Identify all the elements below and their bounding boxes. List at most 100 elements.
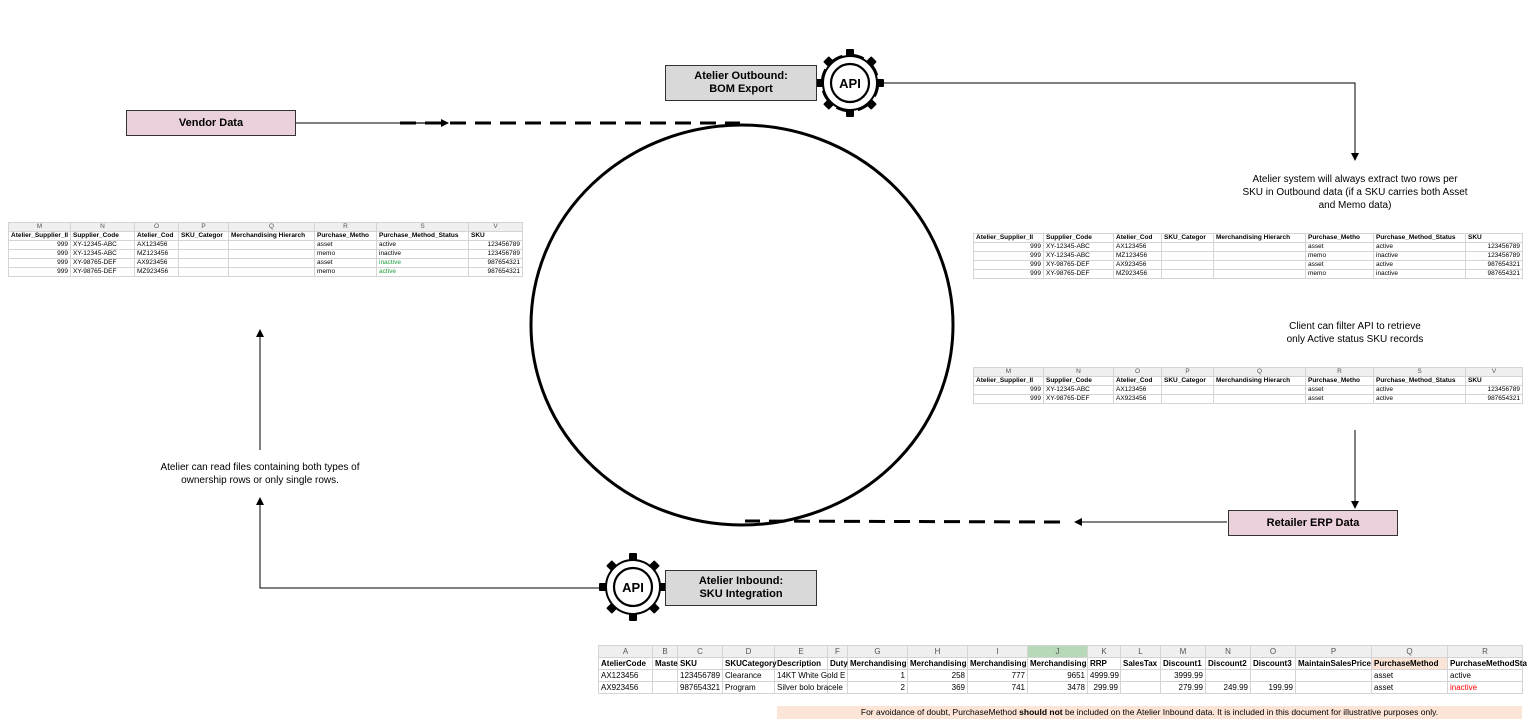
- table-cell: memo: [1305, 269, 1374, 279]
- column-letter: C: [677, 645, 723, 658]
- column-header: Duty: [827, 657, 848, 670]
- table-cell: inactive: [1373, 251, 1466, 261]
- table-cell: memo: [314, 267, 377, 277]
- read-note: Atelier can read files containing both t…: [160, 462, 360, 486]
- column-header: Purchase_Metho: [1305, 376, 1374, 386]
- retailer-erp-label: Retailer ERP Data: [1266, 516, 1360, 529]
- disclaimer-emphasis: should not: [1019, 707, 1063, 717]
- column-letter: R: [1305, 367, 1374, 377]
- table-cell: [178, 240, 229, 250]
- column-header: Merchandising: [1027, 657, 1088, 670]
- column-letter: Q: [228, 222, 315, 232]
- inbound-title-line2: SKU Integration: [699, 588, 783, 600]
- column-letter: L: [1120, 645, 1161, 658]
- table-cell: [1120, 681, 1161, 694]
- column-header: Purchase_Method_Status: [376, 231, 469, 241]
- table-cell: active: [1373, 394, 1466, 404]
- table-cell: [228, 258, 315, 268]
- table-cell: 987654321: [1465, 269, 1523, 279]
- table-cell: [178, 249, 229, 259]
- table-cell: asset: [314, 240, 377, 250]
- table-cell: [178, 258, 229, 268]
- table-cell: 9651: [1027, 669, 1088, 682]
- table-cell: asset: [1371, 669, 1448, 682]
- column-header: Atelier_Cod: [1113, 376, 1162, 386]
- column-header: Merchandising Hierarch: [228, 231, 315, 241]
- column-letter: O: [1113, 367, 1162, 377]
- table-cell: asset: [1305, 242, 1374, 252]
- column-header: Atelier_Supplier_II: [973, 233, 1044, 243]
- column-header: Atelier_Cod: [134, 231, 179, 241]
- table-cell: [652, 669, 678, 682]
- table-cell: 299.99: [1087, 681, 1121, 694]
- table-cell: active: [1373, 260, 1466, 270]
- disclaimer-note: For avoidance of doubt, PurchaseMethod s…: [777, 706, 1522, 719]
- table-cell: asset: [1305, 385, 1374, 395]
- table-cell: inactive: [1373, 269, 1466, 279]
- table-cell: [1213, 394, 1306, 404]
- column-header: PurchaseMethodSta: [1447, 657, 1527, 670]
- extract-note: Atelier system will always extract two r…: [1242, 174, 1468, 211]
- table-cell: AX123456: [598, 669, 653, 682]
- table-cell: 999: [973, 251, 1044, 261]
- table-cell: 258: [907, 669, 968, 682]
- column-header: SKU: [677, 657, 723, 670]
- table-cell: 999: [8, 249, 71, 259]
- table-cell: AX123456: [134, 240, 179, 250]
- column-letter: B: [652, 645, 678, 658]
- table-cell: 3478: [1027, 681, 1088, 694]
- table-cell: AX123456: [1113, 385, 1162, 395]
- api-label: API: [622, 580, 644, 595]
- column-header: SKU: [1465, 376, 1523, 386]
- column-header: Discount3: [1250, 657, 1296, 670]
- table-cell: memo: [314, 249, 377, 259]
- retailer-erp-box: Retailer ERP Data: [1228, 510, 1398, 536]
- column-header: Purchase_Metho: [1305, 233, 1374, 243]
- table-cell: MZ123456: [1113, 251, 1162, 261]
- table-cell: XY-98765-DEF: [1043, 394, 1114, 404]
- table-cell: inactive: [376, 249, 469, 259]
- table-cell: XY-98765-DEF: [70, 258, 135, 268]
- column-letter: A: [598, 645, 653, 658]
- table-cell: XY-12345-ABC: [1043, 242, 1114, 252]
- column-header: RRP: [1087, 657, 1121, 670]
- table-cell: MZ123456: [134, 249, 179, 259]
- column-letter: P: [1161, 367, 1214, 377]
- table-cell: Program: [722, 681, 775, 694]
- table-cell: 987654321: [468, 267, 523, 277]
- table-cell: 4999.99: [1087, 669, 1121, 682]
- column-header: Merchandising: [907, 657, 968, 670]
- column-header: Description: [774, 657, 828, 670]
- column-header: SalesTax: [1120, 657, 1161, 670]
- table-cell: 777: [967, 669, 1028, 682]
- table-cell: asset: [314, 258, 377, 268]
- table-cell: MZ923456: [1113, 269, 1162, 279]
- table-cell: XY-98765-DEF: [1043, 269, 1114, 279]
- table-cell: [1213, 269, 1306, 279]
- column-letter: Q: [1213, 367, 1306, 377]
- table-cell: 369: [907, 681, 968, 694]
- table-cell: MZ923456: [134, 267, 179, 277]
- table-cell: 123456789: [468, 240, 523, 250]
- table-cell: [228, 267, 315, 277]
- column-letter: N: [1205, 645, 1251, 658]
- table-cell: [652, 681, 678, 694]
- column-letter: H: [907, 645, 968, 658]
- table-cell: XY-98765-DEF: [1043, 260, 1114, 270]
- table-cell: active: [1373, 385, 1466, 395]
- table-cell: 123456789: [468, 249, 523, 259]
- column-header: Atelier_Cod: [1113, 233, 1162, 243]
- atelier-outbound-box: Atelier Outbound: BOM Export: [665, 65, 817, 101]
